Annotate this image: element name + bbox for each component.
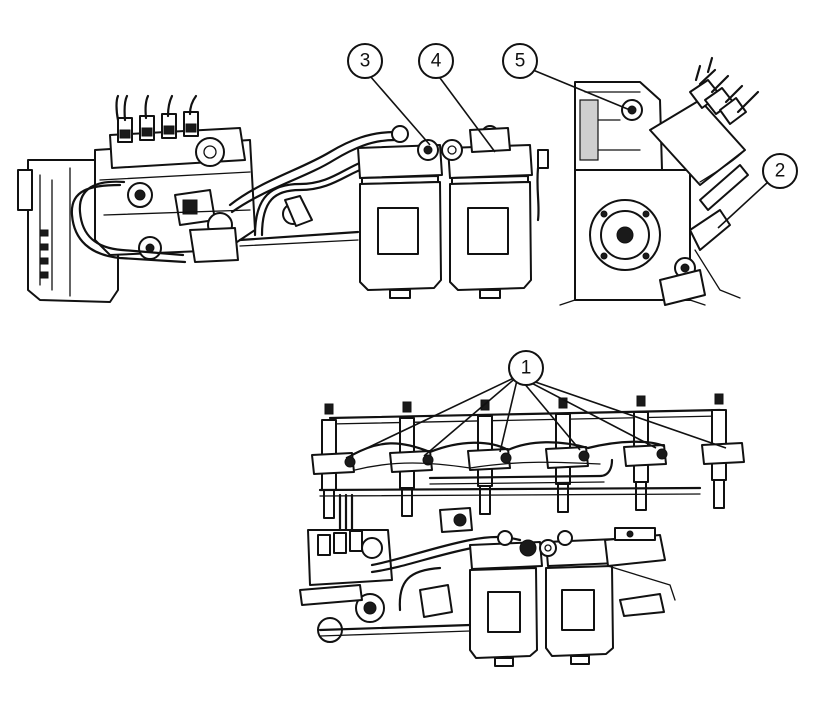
callout-leaders: [345, 69, 769, 459]
pump-and-filters-bottom: [299, 507, 676, 667]
callout-2-label: 2: [775, 161, 786, 182]
callout-5-label: 5: [515, 51, 526, 72]
callout-1-label: 1: [521, 358, 532, 379]
callout-2: 2: [762, 153, 798, 189]
callout-5: 5: [502, 43, 538, 79]
callout-3-label: 3: [360, 51, 371, 72]
injector-rail-assembly: [311, 393, 745, 562]
fuel-lines-top: [70, 130, 397, 264]
callout-4: 4: [418, 43, 454, 79]
callout-1: 1: [508, 350, 544, 386]
callout-4-label: 4: [431, 51, 442, 72]
engine-end-view: [559, 56, 760, 306]
callout-3: 3: [347, 43, 383, 79]
injection-pump-assembly: [17, 94, 313, 303]
fuel-filters-top: [357, 125, 549, 299]
